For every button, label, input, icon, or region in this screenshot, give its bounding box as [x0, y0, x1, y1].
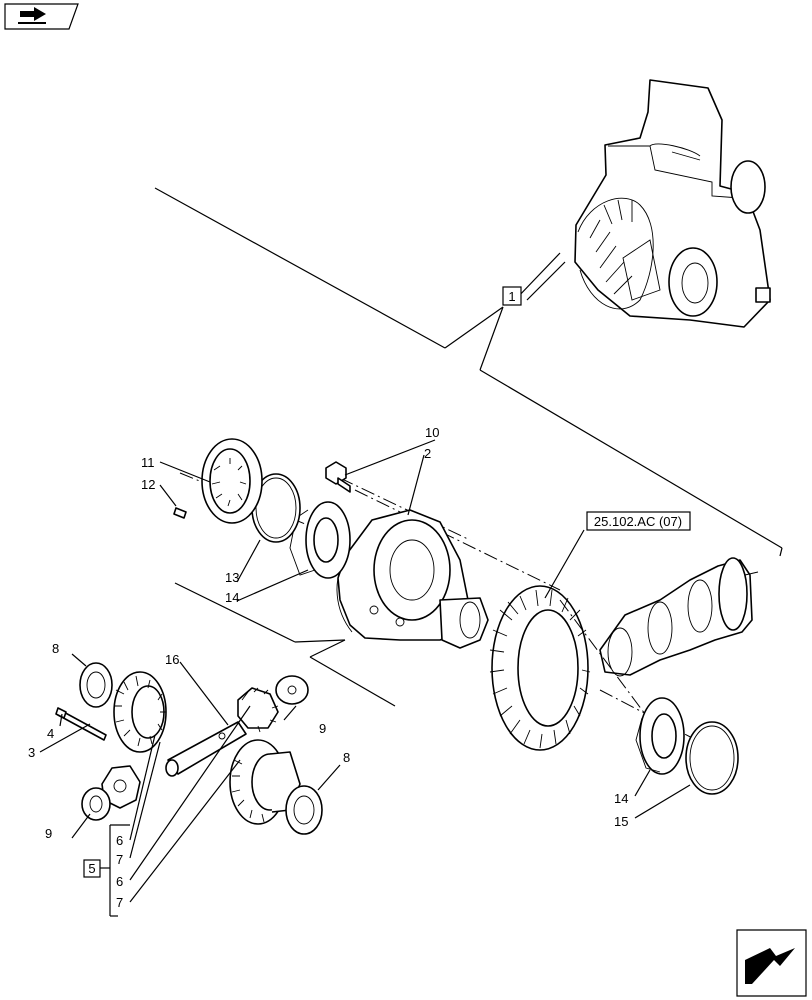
- callout-12: 12: [141, 477, 155, 492]
- callout-7b: 7: [116, 895, 123, 910]
- bearing-bottom: [635, 697, 685, 775]
- callout-15: 15: [614, 814, 628, 829]
- callout-16: 16: [165, 652, 179, 667]
- callout-11: 11: [141, 455, 155, 470]
- spider-shaft-16: [165, 721, 247, 777]
- pinion-gear-top: [237, 687, 279, 733]
- callout-3: 3: [28, 745, 35, 760]
- side-gear-right: [229, 739, 301, 825]
- side-gear-left: [113, 671, 167, 753]
- callout-leaders: [39, 439, 691, 917]
- callout-box-5: [83, 859, 101, 878]
- bolt: [325, 461, 351, 493]
- leader-lines: [154, 187, 783, 707]
- next-page-arrow-icon[interactable]: [736, 929, 807, 997]
- callout-1: 1: [508, 289, 515, 304]
- callout-4: 4: [47, 726, 54, 741]
- pin-shaft-3: [55, 707, 107, 741]
- callout-10: 10: [425, 425, 439, 440]
- washer-9-top: [275, 675, 309, 705]
- reference-box[interactable]: [586, 511, 691, 531]
- thrust-washer-8-bottom: [285, 785, 323, 835]
- callout-8a: 8: [52, 641, 59, 656]
- book-arrow-icon[interactable]: [4, 3, 79, 30]
- callout-6b: 6: [116, 874, 123, 889]
- pin-12: [173, 507, 187, 519]
- washer-9-bottom: [81, 787, 111, 821]
- differential-case: [336, 509, 489, 649]
- callout-7a: 7: [116, 852, 123, 867]
- callout-5: 5: [88, 861, 95, 876]
- ring-gear: [489, 585, 591, 751]
- snap-ring-13: [251, 473, 301, 543]
- bearing-11: [201, 438, 263, 524]
- callout-14b: 14: [614, 791, 628, 806]
- callout-9b: 9: [45, 826, 52, 841]
- pinion-shaft: [599, 557, 759, 677]
- callout-14a: 14: [225, 590, 239, 605]
- callout-2: 2: [424, 446, 431, 461]
- callout-9a: 9: [319, 721, 326, 736]
- callout-8b: 8: [343, 750, 350, 765]
- callout-box-1: [502, 286, 522, 306]
- bearing-top: [289, 501, 351, 579]
- reference-label[interactable]: 25.102.AC (07): [594, 514, 682, 529]
- callout-13: 13: [225, 570, 239, 585]
- thrust-washer-8-top: [79, 662, 113, 708]
- callout-6a: 6: [116, 833, 123, 848]
- differential-assembly: [574, 79, 771, 328]
- snap-ring-15: [685, 721, 739, 795]
